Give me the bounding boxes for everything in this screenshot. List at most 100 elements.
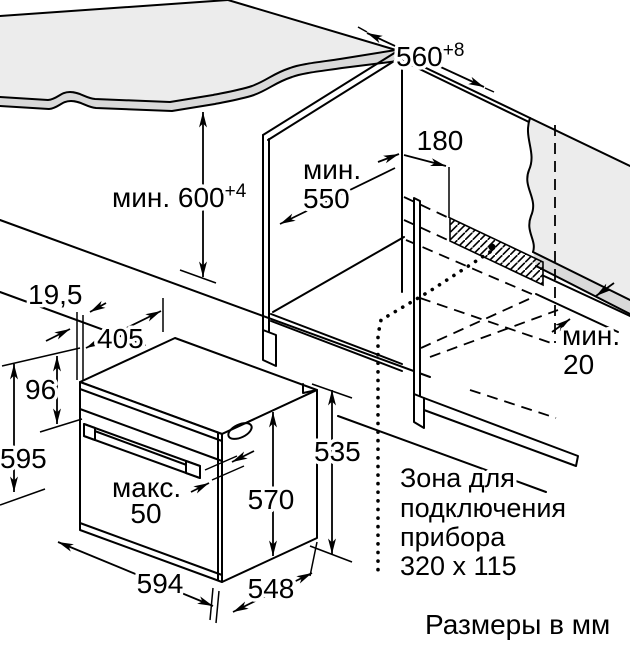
niche-floor-side-edge (272, 236, 405, 313)
connection-zone-hatch (449, 216, 544, 287)
dim-50-plane-tick1 (204, 455, 238, 471)
dim-594-ext-tick1 (209, 587, 214, 621)
niche-floor-lip-bottom (270, 320, 403, 372)
hidden-zone-top-ext (403, 196, 450, 219)
dim-600: мин. 600+4 (109, 112, 250, 284)
base-lower-rail-right (337, 415, 547, 493)
side-panel-foot (262, 329, 277, 367)
countertop-front-edge (0, 49, 397, 103)
rear-wall-section (376, 54, 630, 577)
dim-535: 535 (309, 383, 364, 563)
oven-handle-left-cap (83, 423, 96, 441)
dim-20-arrow-lower (551, 318, 571, 333)
dim-96-label: 96 (25, 374, 56, 405)
base-band-top-line (532, 251, 630, 301)
dim-594-line (57, 541, 214, 607)
right-panel-foot (413, 393, 425, 429)
dim-595-bottom-tick (0, 488, 46, 506)
dim-548: 548 (232, 541, 318, 613)
dim-20-label-value: 20 (563, 349, 594, 380)
dim-19-5-arrow-left (45, 328, 71, 342)
hidden-base-depth-edge2 (429, 309, 559, 358)
dim-19-5-arrow-right (89, 300, 107, 313)
hidden-plinth-edge (469, 389, 557, 419)
niche-cabinet (0, 51, 547, 493)
oven-front-frame-line (79, 388, 223, 442)
hidden-floor-rear-edge (405, 239, 535, 296)
dim-550-label-prefix: мин. (303, 154, 361, 185)
rear-gap-lower-rail (535, 293, 619, 333)
connection-zone-dot (488, 243, 496, 251)
dim-550-label-value: 550 (303, 183, 350, 214)
dim-96: 96 (22, 356, 83, 433)
connection-zone-note: Зона для подключения прибора 320 x 115 (397, 460, 570, 585)
dim-570: 570 (244, 412, 298, 556)
dim-405: 405 (85, 298, 164, 358)
oven-corner-notch (302, 383, 318, 394)
dim-594: 594 (57, 541, 220, 624)
zone-note-line4: 320 x 115 (400, 551, 517, 581)
dim-550-leader (279, 167, 396, 225)
oven-front-face (79, 381, 223, 583)
oven-door-top-line (79, 408, 223, 462)
oven-handle-right-cap (185, 460, 201, 479)
hidden-base-depth-edge (420, 298, 530, 349)
dim-19-5-label: 19,5 (28, 279, 83, 310)
dim-535-bottom-tick (309, 545, 353, 563)
dim-595: 595 (0, 347, 81, 506)
dim-550: мин. 550 (279, 151, 396, 225)
zone-leader-dotted (376, 250, 492, 577)
dim-560-stub-right (484, 87, 495, 93)
dim-560-line (366, 32, 485, 88)
dim-570-label: 570 (248, 484, 295, 515)
zone-note-line2: подключения (400, 493, 566, 523)
dim-180: 180 (377, 122, 467, 218)
zone-note-line1: Зона для (400, 463, 515, 493)
countertop-top-face (0, 0, 396, 102)
dim-594-ext-tick2 (215, 590, 220, 624)
dim-50-label-value: 50 (130, 498, 161, 529)
dim-50-plane-tick2 (211, 465, 245, 481)
dim-96-bottom-tick (39, 418, 83, 433)
dim-50-arrow-upper (231, 450, 255, 463)
dim-20: мин. 20 (551, 282, 624, 384)
countertop (0, 0, 399, 112)
oven (79, 337, 318, 583)
dim-560-label: 560+8 (396, 40, 464, 72)
oven-handle-top-line (91, 429, 193, 468)
dim-595-label: 595 (0, 443, 47, 474)
base-front-rail (0, 219, 431, 378)
dim-20-label-prefix: мин. (562, 320, 620, 351)
units-note: Размеры в мм (425, 609, 610, 640)
dim-405-line (85, 310, 162, 349)
oven-side-vent (227, 422, 253, 440)
dim-560: 560+8 (357, 26, 495, 93)
dim-594-label: 594 (137, 568, 184, 599)
countertop-back-edge (0, 0, 229, 17)
dim-535-label: 535 (314, 436, 361, 467)
dim-548-label: 548 (248, 573, 295, 604)
countertop-edge-bottom-line (0, 60, 399, 112)
dim-600-bottom-tick (179, 269, 217, 284)
dim-180-label: 180 (417, 125, 464, 156)
base-band-bottom-line (535, 265, 630, 315)
hidden-zone-bottom-ext (403, 219, 451, 242)
dim-600-label: мин. 600+4 (112, 181, 247, 213)
right-plinth-band (423, 397, 579, 467)
rear-gap-upper-rail (543, 275, 630, 317)
rear-wall-base-band (533, 252, 630, 314)
dim-180-arrow-left (377, 153, 400, 164)
dim-50-arrow-lower (190, 482, 210, 494)
dim-595-top-tick (1, 347, 81, 367)
dim-405-label: 405 (97, 323, 144, 354)
rear-wall-torn-edge (526, 117, 535, 253)
dim-560-stub-left (357, 26, 368, 33)
hidden-base-width-edge (419, 297, 555, 345)
dim-20-arrow-upper (595, 282, 615, 297)
rear-wall-top-edge (529, 117, 630, 167)
dim-50-label-prefix: макс. (112, 472, 181, 503)
dim-19-5: 19,5 (25, 276, 107, 381)
dim-548-line (232, 572, 313, 613)
niche-floor-lip-top (270, 313, 403, 365)
